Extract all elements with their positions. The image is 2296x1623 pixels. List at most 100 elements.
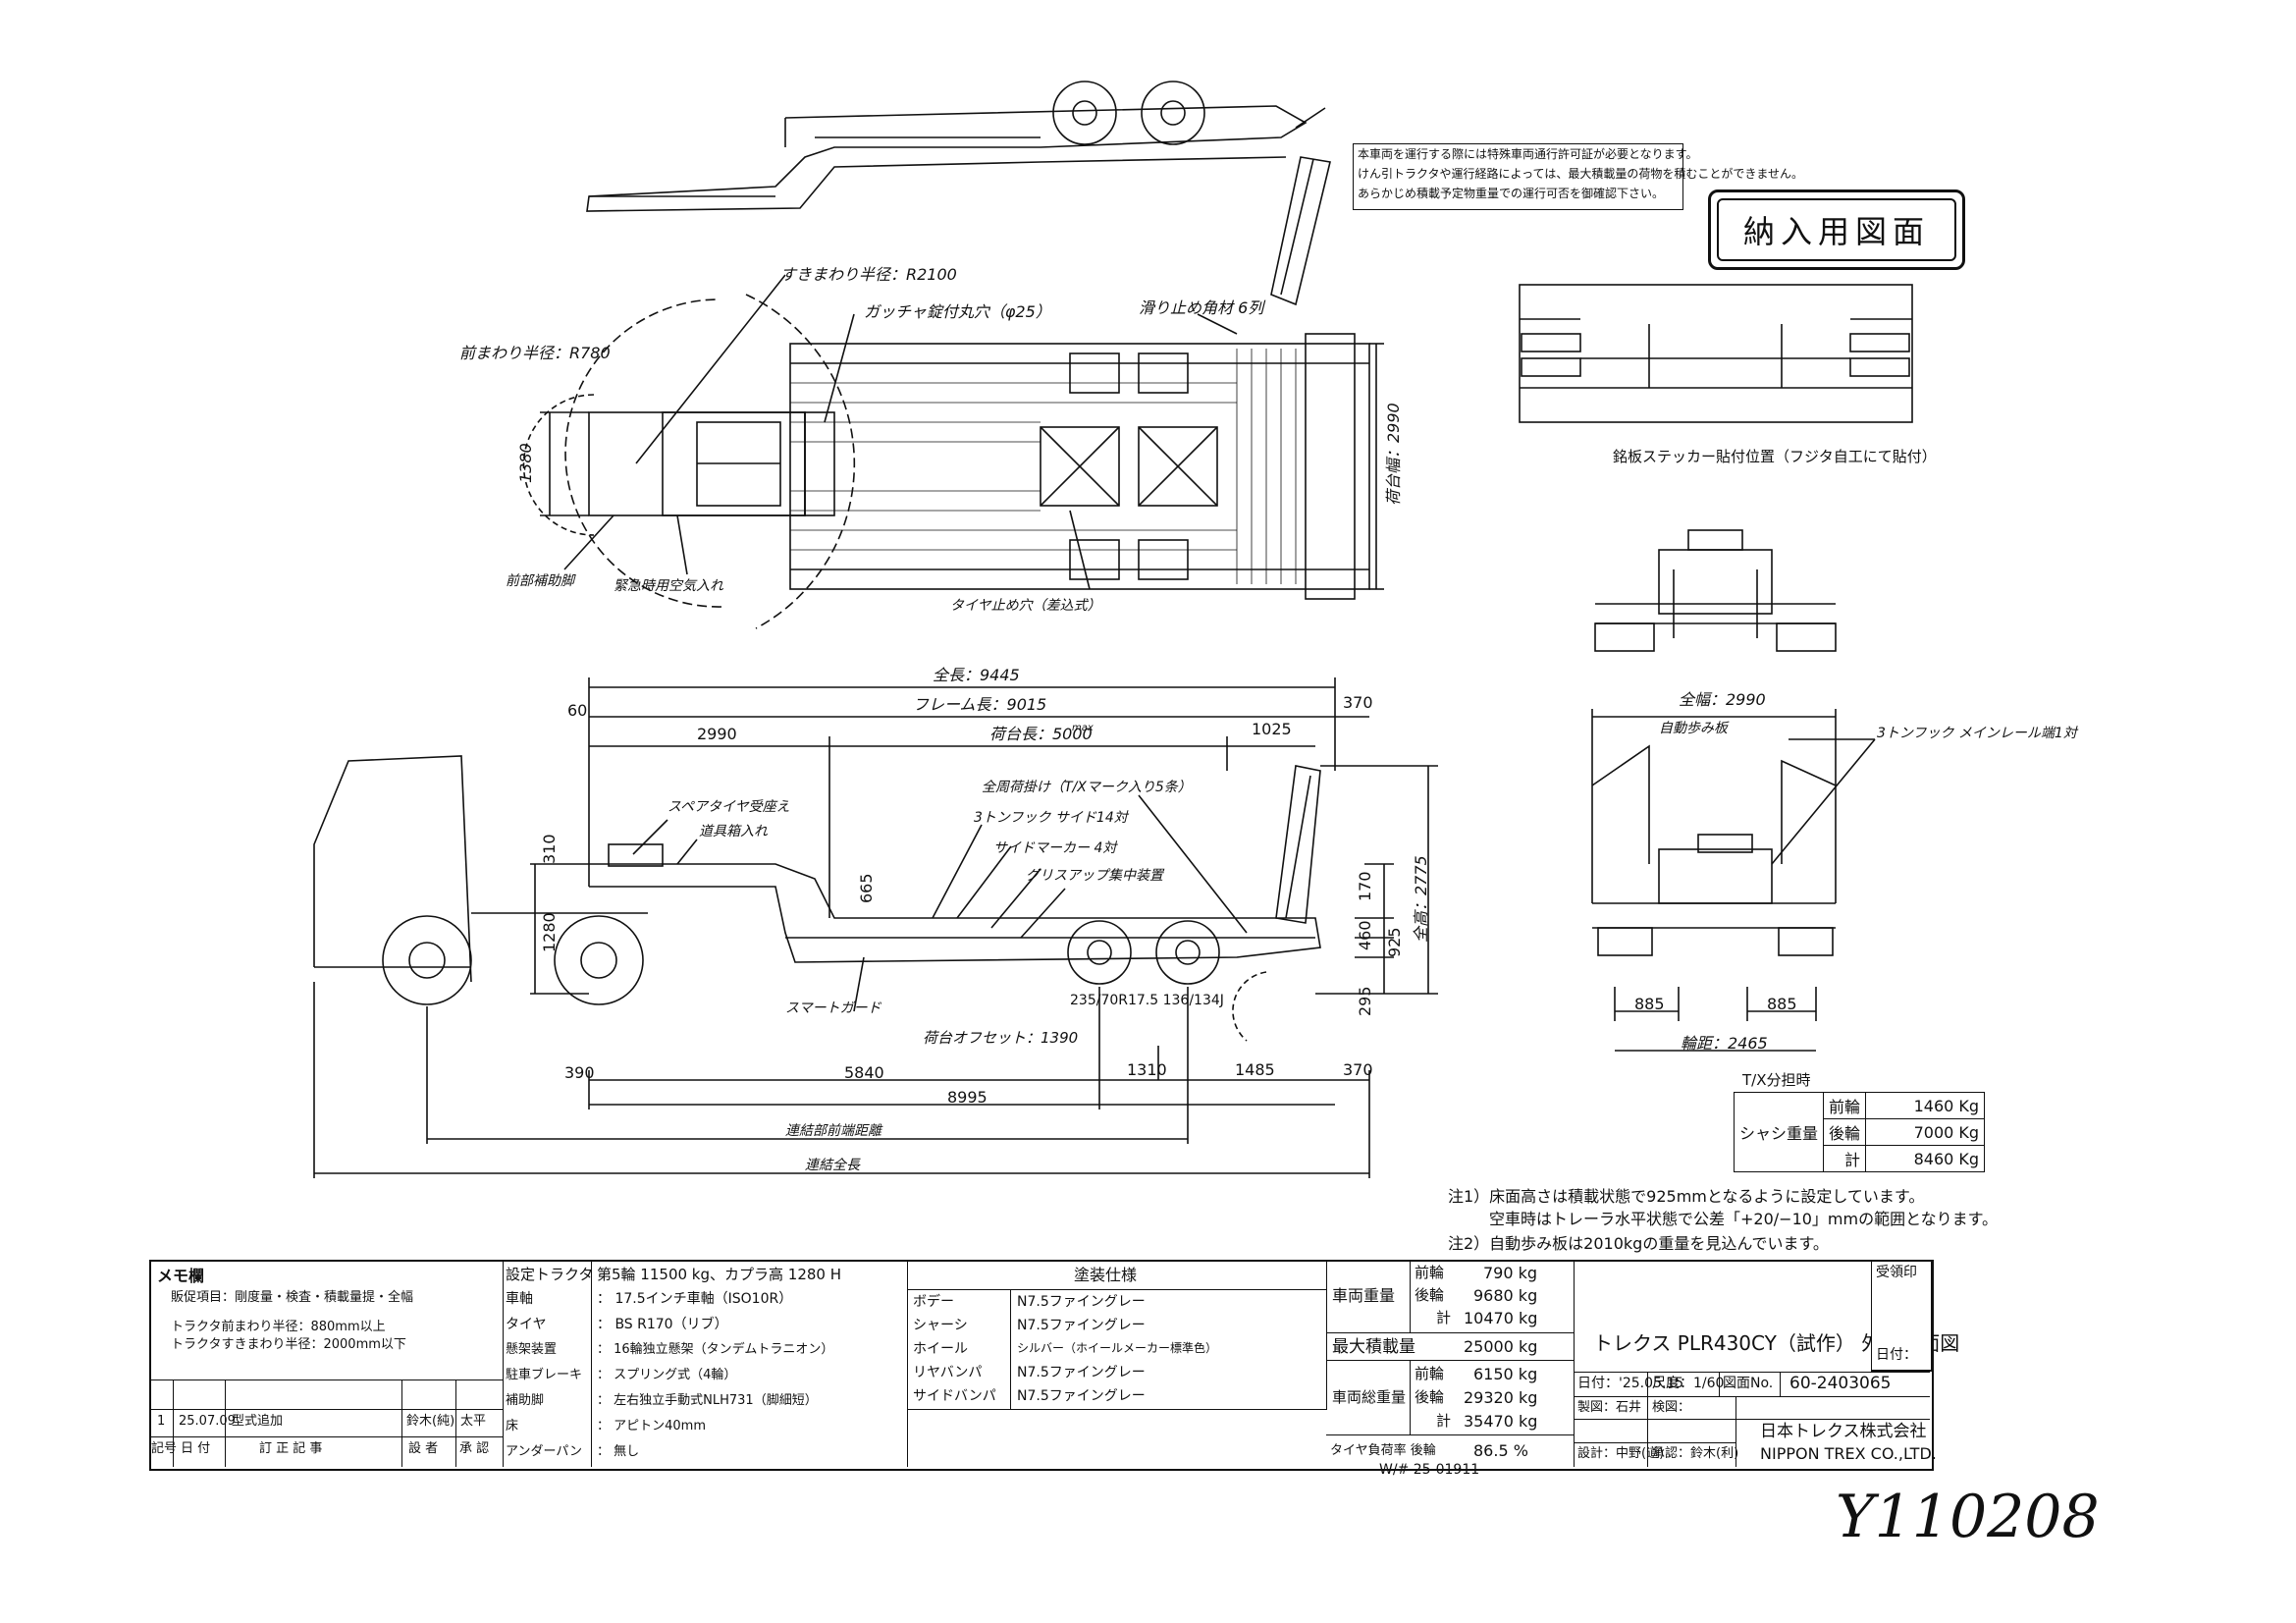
rear-overall-width: 全幅：2990: [1679, 690, 1766, 709]
warning-line-1: 本車両を運行する際には特殊車両通行許可証が必要となります。: [1358, 147, 1698, 161]
dim-885-left: 885: [1634, 995, 1665, 1013]
spec-val-3: ： 16輪独立懸架（タンデムトラニオン）: [597, 1342, 834, 1357]
track-width: 輪距：2465: [1681, 1034, 1768, 1053]
dim-1310: 1310: [1127, 1060, 1167, 1079]
dim-925: 925: [1385, 927, 1404, 957]
dim-60: 60: [567, 701, 588, 720]
chassis-weight-table: シャシ重量 前輪 1460 Kg 後輪 7000 Kg 計 8460 Kg: [1733, 1092, 1986, 1172]
side-marker-label: サイドマーカー 4対: [993, 840, 1117, 856]
coupling-distance: 連結部前端距離: [785, 1123, 881, 1139]
spec-key-2: タイヤ: [506, 1317, 547, 1332]
lashing-rail-label: 全周荷掛け（T/Xマーク入り5条）: [982, 780, 1192, 795]
company-name: 日本トレクス株式会社: [1760, 1422, 1927, 1441]
dim-1025: 1025: [1252, 720, 1292, 738]
overall-height: 全高：2775: [1412, 855, 1430, 943]
gvw-rear-value: 29320 kg: [1464, 1388, 1538, 1407]
tire-load-rate-label: タイヤ負荷率 後輪: [1330, 1443, 1436, 1458]
auto-ramp-label: 自動歩み板: [1659, 721, 1728, 736]
dim-1485: 1485: [1235, 1060, 1275, 1079]
max-load-label: 最大積載量: [1332, 1337, 1415, 1357]
dim-1280: 1280: [540, 912, 559, 952]
drawing-no-label: 図面No.: [1723, 1376, 1774, 1391]
dim-370-bot: 370: [1343, 1060, 1373, 1079]
dim-8995: 8995: [947, 1088, 988, 1107]
anti-slip-bars: 滑り止め角材 6列: [1139, 298, 1264, 317]
title-block-heading: トレクス PLR430CY（試作） 外観四面図: [1593, 1331, 1960, 1355]
note-1: 注1）床面高さは積載状態で925mmとなるように設定しています。: [1448, 1187, 1925, 1206]
tire-stop-holes: タイヤ止め穴（差込式）: [950, 598, 1101, 614]
grease-system-label: グリスアップ集中装置: [1026, 868, 1163, 884]
drawn-by: 製図：石井: [1577, 1400, 1642, 1415]
gvw-rear-label: 後輪: [1415, 1388, 1445, 1406]
note-1b: 空車時はトレーラ水平状態で公差「+20/−10」mmの範囲となります。: [1489, 1210, 1999, 1228]
paint-key-1: シャーシ: [913, 1318, 968, 1333]
spec-val-6: ： アピトン40mm: [597, 1419, 707, 1434]
deck-length: 荷台長：5000: [989, 725, 1093, 743]
company-name-en: NIPPON TREX CO.,LTD.: [1760, 1444, 1937, 1463]
spare-tire-holder: スペアタイヤ受座え: [667, 799, 790, 815]
spec-area: 設定トラクタ 第5輪 11500 kg、カプラ高 1280 H 車軸 ： 17.…: [503, 1262, 908, 1467]
note-2: 注2）自動歩み板は2010kgの重量を見込んでいます。: [1448, 1234, 1829, 1253]
revision-h-date: 日 付: [181, 1441, 211, 1456]
sticker-position-label: 銘板ステッカー貼付位置（フジタ自工にて貼付）: [1613, 448, 1937, 465]
spec-val-2: ： BS R170（リブ）: [597, 1317, 728, 1332]
operation-warning: 本車両を運行する際には特殊車両通行許可証が必要となります。 けん引トラクタや運行…: [1353, 143, 1803, 210]
spec-key-5: 補助脚: [506, 1393, 545, 1408]
main-side-view: [313, 677, 1438, 1178]
chassis-weight-label: シャシ重量: [1733, 1092, 1825, 1172]
warning-line-3: あらかじめ積載予定物重量での運行可否を御確認下さい。: [1358, 187, 1665, 200]
dim-295: 295: [1356, 986, 1374, 1016]
air-inlet: 緊急時用空気入れ: [614, 578, 723, 594]
revision-by: 鈴木(純): [406, 1414, 455, 1429]
work-order-no: W/# 25-01911: [1379, 1462, 1480, 1478]
receipt-label: 受領印: [1876, 1265, 1917, 1280]
drawing-date: 日付：'25.05.15: [1577, 1376, 1684, 1391]
dim-2990: 2990: [697, 725, 737, 743]
curb-rear-label: 後輪: [1415, 1286, 1445, 1304]
spec-val-7: ： 無し: [597, 1444, 640, 1459]
main-rail-hook-label: 3トンフック メインレール端1対: [1877, 726, 2077, 741]
revision-approved: 太平: [460, 1414, 487, 1429]
paint-val-2: シルバー（ホイールメーカー標準色）: [1017, 1341, 1218, 1355]
revision-h-by: 設 者: [408, 1441, 439, 1456]
paint-key-2: ホイール: [913, 1341, 968, 1357]
revision-desc: 型式追加: [232, 1414, 284, 1429]
rear-view-small: [1594, 529, 1837, 652]
paint-key-4: サイドバンパ: [913, 1388, 996, 1404]
memo-title: メモ欄: [157, 1267, 205, 1285]
front-view-top: [1519, 284, 1913, 423]
max-load-value: 25000 kg: [1464, 1337, 1538, 1356]
memo-line-3: トラクタすきまわり半径：2000mm以下: [171, 1337, 406, 1352]
designed-by: 設計：中野(道): [1577, 1446, 1665, 1461]
deck-width-2990: 荷台幅：2990: [1384, 403, 1403, 506]
memo-line-1: 販促項目：剛度量・検査・積載量提・全幅: [171, 1290, 414, 1305]
paint-val-0: N7.5ファイングレー: [1017, 1294, 1146, 1310]
spec-key-1: 車軸: [506, 1291, 533, 1307]
upper-side-view: [586, 81, 1331, 306]
gvw-front-label: 前輪: [1415, 1365, 1445, 1382]
spec-key-0: 設定トラクタ: [506, 1266, 594, 1283]
revision-area: 1 25.07.09 型式追加 鈴木(純) 太平 記号 日 付 訂 正 記 事 …: [151, 1380, 504, 1467]
paint-val-4: N7.5ファイングレー: [1017, 1388, 1146, 1404]
dim-665: 665: [857, 873, 876, 903]
overall-length: 全長：9445: [933, 666, 1020, 684]
paint-area: 塗装仕様 ボデー N7.5ファイングレー シャーシ N7.5ファイングレー ホイ…: [907, 1262, 1327, 1410]
curb-total-value: 10470 kg: [1464, 1309, 1538, 1327]
dim-5840: 5840: [844, 1063, 884, 1082]
rear-swing-radius: すきまわり半径：R2100: [780, 265, 957, 284]
handwritten-number: Y110208: [1836, 1483, 2100, 1551]
spec-val-0: 第5輪 11500 kg、カプラ高 1280 H: [597, 1266, 841, 1283]
receipt-date-label: 日付：: [1876, 1347, 1917, 1363]
curb-weight-label: 車両重量: [1332, 1286, 1396, 1305]
receipt-box: 受領印 日付：: [1871, 1260, 1933, 1372]
spec-key-4: 駐車ブレーキ: [506, 1368, 583, 1382]
paint-key-3: リヤバンパ: [913, 1365, 983, 1380]
tire-size: 235/70R17.5 136/134J: [1070, 993, 1224, 1008]
tx-rear-value: 7000 Kg: [1865, 1118, 1986, 1146]
kingpin-hole-label: ガッチャ錠付丸穴（φ25）: [864, 302, 1051, 321]
spec-key-3: 懸架装置: [506, 1342, 558, 1357]
paint-val-1: N7.5ファイングレー: [1017, 1318, 1146, 1333]
tool-box: 道具箱入れ: [699, 824, 768, 839]
tx-caption: T/X分担時: [1742, 1071, 1811, 1089]
